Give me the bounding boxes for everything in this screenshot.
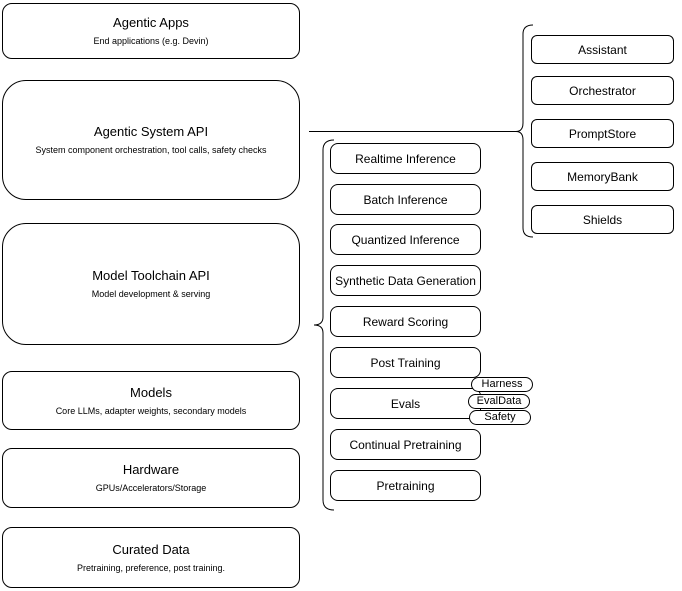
service-box-continual-pretraining: Continual Pretraining [330, 429, 481, 460]
component-box-assistant: Assistant [531, 35, 674, 64]
eval-tag-evaldata: EvalData [468, 394, 530, 409]
layer-subtitle: GPUs/Accelerators/Storage [95, 483, 207, 493]
service-box-realtime-inference: Realtime Inference [330, 143, 481, 174]
service-box-evals: Evals [330, 388, 481, 419]
service-label: Continual Pretraining [349, 437, 462, 452]
layer-box-models: Models Core LLMs, adapter weights, secon… [2, 371, 300, 430]
service-label: Synthetic Data Generation [335, 273, 476, 288]
service-label: Evals [390, 396, 421, 411]
service-label: Pretraining [376, 478, 435, 493]
service-label: Realtime Inference [355, 151, 456, 166]
eval-tag-harness: Harness [471, 377, 533, 392]
component-label: Assistant [578, 42, 627, 57]
service-box-post-training: Post Training [330, 347, 481, 378]
eval-tag-safety: Safety [469, 410, 531, 425]
service-label: Post Training [370, 355, 441, 370]
layer-title: Curated Data [112, 541, 190, 557]
layer-subtitle: System component orchestration, tool cal… [35, 145, 267, 155]
service-box-reward-scoring: Reward Scoring [330, 306, 481, 337]
layer-box-agentic-apps: Agentic Apps End applications (e.g. Devi… [2, 3, 300, 59]
layer-title: Agentic Apps [113, 15, 189, 30]
system-components-brace [515, 24, 534, 238]
layer-box-hardware: Hardware GPUs/Accelerators/Storage [2, 448, 300, 508]
layer-title: Models [130, 384, 172, 400]
eval-tag-label: Safety [484, 411, 516, 423]
component-label: MemoryBank [567, 169, 638, 184]
component-label: Shields [582, 212, 623, 227]
layer-subtitle: Pretraining, preference, post training. [76, 562, 226, 573]
component-box-orchestrator: Orchestrator [531, 76, 674, 105]
toolchain-brace [313, 139, 335, 511]
layer-title: Hardware [122, 462, 180, 477]
layer-box-model-toolchain-api: Model Toolchain API Model development & … [2, 223, 300, 345]
component-box-shields: Shields [531, 205, 674, 234]
component-box-memorybank: MemoryBank [531, 162, 674, 191]
component-label: Orchestrator [569, 83, 636, 98]
layer-box-agentic-system-api: Agentic System API System component orch… [2, 80, 300, 200]
service-label: Quantized Inference [351, 232, 460, 247]
layer-title: Model Toolchain API [92, 268, 210, 283]
layer-title: Agentic System API [93, 124, 209, 139]
service-box-pretraining: Pretraining [330, 470, 481, 501]
layer-subtitle: Core LLMs, adapter weights, secondary mo… [55, 405, 247, 416]
layer-subtitle: Model development & serving [91, 289, 211, 299]
service-box-quantized-inference: Quantized Inference [330, 224, 481, 255]
eval-tag-label: Harness [481, 378, 523, 390]
layer-subtitle: End applications (e.g. Devin) [93, 36, 209, 46]
service-label: Reward Scoring [362, 314, 449, 329]
service-label: Batch Inference [363, 192, 448, 207]
service-box-batch-inference: Batch Inference [330, 184, 481, 215]
layer-box-curated-data: Curated Data Pretraining, preference, po… [2, 527, 300, 588]
component-box-promptstore: PromptStore [531, 119, 674, 148]
component-label: PromptStore [568, 126, 637, 141]
service-box-synthetic-data-generation: Synthetic Data Generation [330, 265, 481, 296]
eval-tag-label: EvalData [476, 395, 522, 407]
